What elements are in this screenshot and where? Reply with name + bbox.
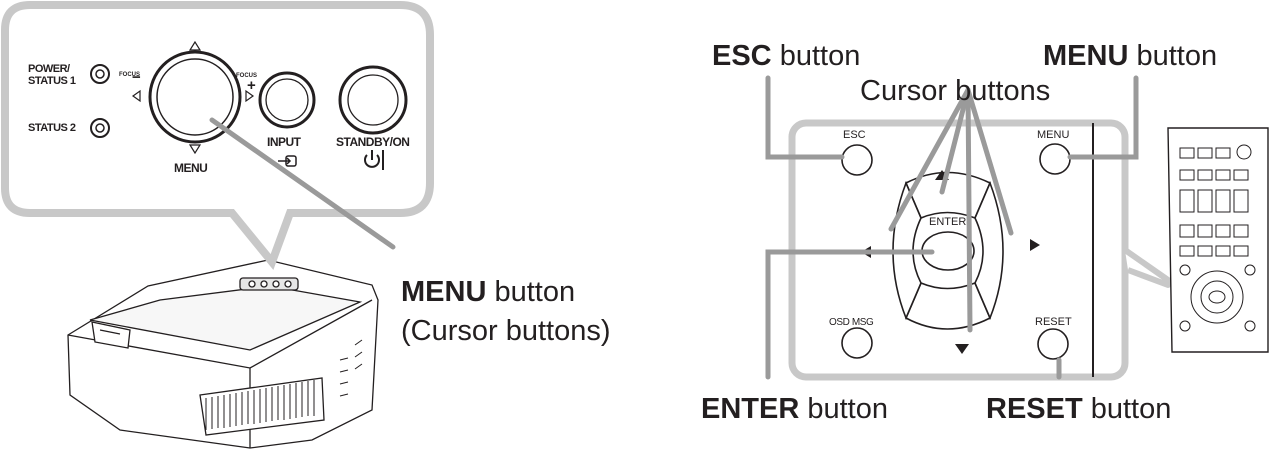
- enter-callout-bold: ENTER: [701, 393, 800, 425]
- projector-illustration: [67, 259, 379, 449]
- leader-lines: [209, 75, 1139, 380]
- remote-callout-connector: [1123, 247, 1171, 288]
- power-label-line2: STATUS 1: [28, 75, 76, 87]
- cursor-right-arrow-icon: [1030, 239, 1040, 251]
- menu-button-callout-right: MENU button: [1043, 42, 1217, 71]
- remote-reset-button[interactable]: [1037, 328, 1069, 360]
- left-triangle-icon: [131, 89, 141, 103]
- leader-menu-right: [1067, 75, 1139, 160]
- cursor-buttons-callout: Cursor buttons: [860, 75, 1051, 107]
- focus-minus-icon: −: [132, 69, 141, 86]
- power-status1-label: POWER/ STATUS 1: [28, 63, 76, 87]
- remote-menu-label: MENU: [1037, 129, 1070, 141]
- cursor-down-arrow-icon: [955, 344, 969, 354]
- enter-callout-rest: button: [799, 393, 888, 425]
- standby-on-label: STANDBY/ON: [336, 135, 410, 149]
- leader-cursor-3: [965, 87, 1014, 236]
- remote-osd-msg-button[interactable]: [841, 327, 873, 359]
- remote-osd-msg-label: OSD MSG: [829, 317, 874, 328]
- right-triangle-icon: [245, 89, 255, 103]
- leader-cursor-2: [939, 87, 971, 195]
- remote-esc-button[interactable]: [841, 144, 873, 176]
- projector-vent-grille: [205, 339, 363, 430]
- focus-plus-icon: +: [247, 77, 256, 94]
- menu-button-callout-left-sub: (Cursor buttons): [401, 315, 611, 347]
- power-status1-indicator-inner: [95, 69, 105, 79]
- status2-label: STATUS 2: [28, 122, 76, 134]
- menu-left-callout-rest: button: [486, 276, 576, 308]
- leader-esc: [765, 75, 845, 160]
- menu-left-callout-bold: MENU: [401, 276, 487, 308]
- remote-esc-label: ESC: [843, 129, 866, 141]
- remote-reset-label: RESET: [1035, 316, 1072, 328]
- status2-indicator-inner: [95, 123, 105, 133]
- remote-menu-button[interactable]: [1039, 143, 1071, 175]
- input-icon: [278, 155, 297, 167]
- input-button-inner: [265, 78, 309, 122]
- up-triangle-icon: [188, 40, 202, 51]
- power-icon: [364, 150, 384, 170]
- power-label-line1: POWER/: [28, 63, 70, 75]
- input-label: INPUT: [267, 135, 301, 149]
- down-triangle-icon: [188, 144, 202, 155]
- menu-dial-inner: [156, 58, 234, 136]
- esc-callout-rest: button: [771, 40, 861, 72]
- reset-callout-rest: button: [1082, 393, 1172, 425]
- menu-right-callout-rest: button: [1128, 40, 1218, 72]
- menu-right-callout-bold: MENU: [1043, 40, 1129, 72]
- leader-enter: [765, 249, 935, 380]
- leader-cursor-4: [965, 87, 973, 333]
- leader-cursor-1: [888, 87, 971, 232]
- leader-menu-left: [209, 117, 396, 250]
- esc-button-callout: ESC button: [712, 42, 860, 71]
- remote-control-illustration: [1167, 127, 1269, 353]
- menu-dial-label: MENU: [174, 161, 208, 175]
- remote-enter-label: ENTER: [929, 216, 967, 228]
- menu-button-callout-left: MENU button: [401, 278, 575, 307]
- reset-button-callout: RESET button: [986, 395, 1171, 424]
- focus-minus-label: FOCUS: [119, 72, 140, 78]
- focus-plus-label: FOCUS: [236, 73, 257, 79]
- cursor-right-button[interactable]: [974, 180, 1004, 321]
- esc-callout-bold: ESC: [712, 40, 772, 72]
- reset-callout-bold: RESET: [986, 393, 1083, 425]
- enter-button-callout: ENTER button: [701, 395, 888, 424]
- standby-button-inner: [347, 74, 399, 126]
